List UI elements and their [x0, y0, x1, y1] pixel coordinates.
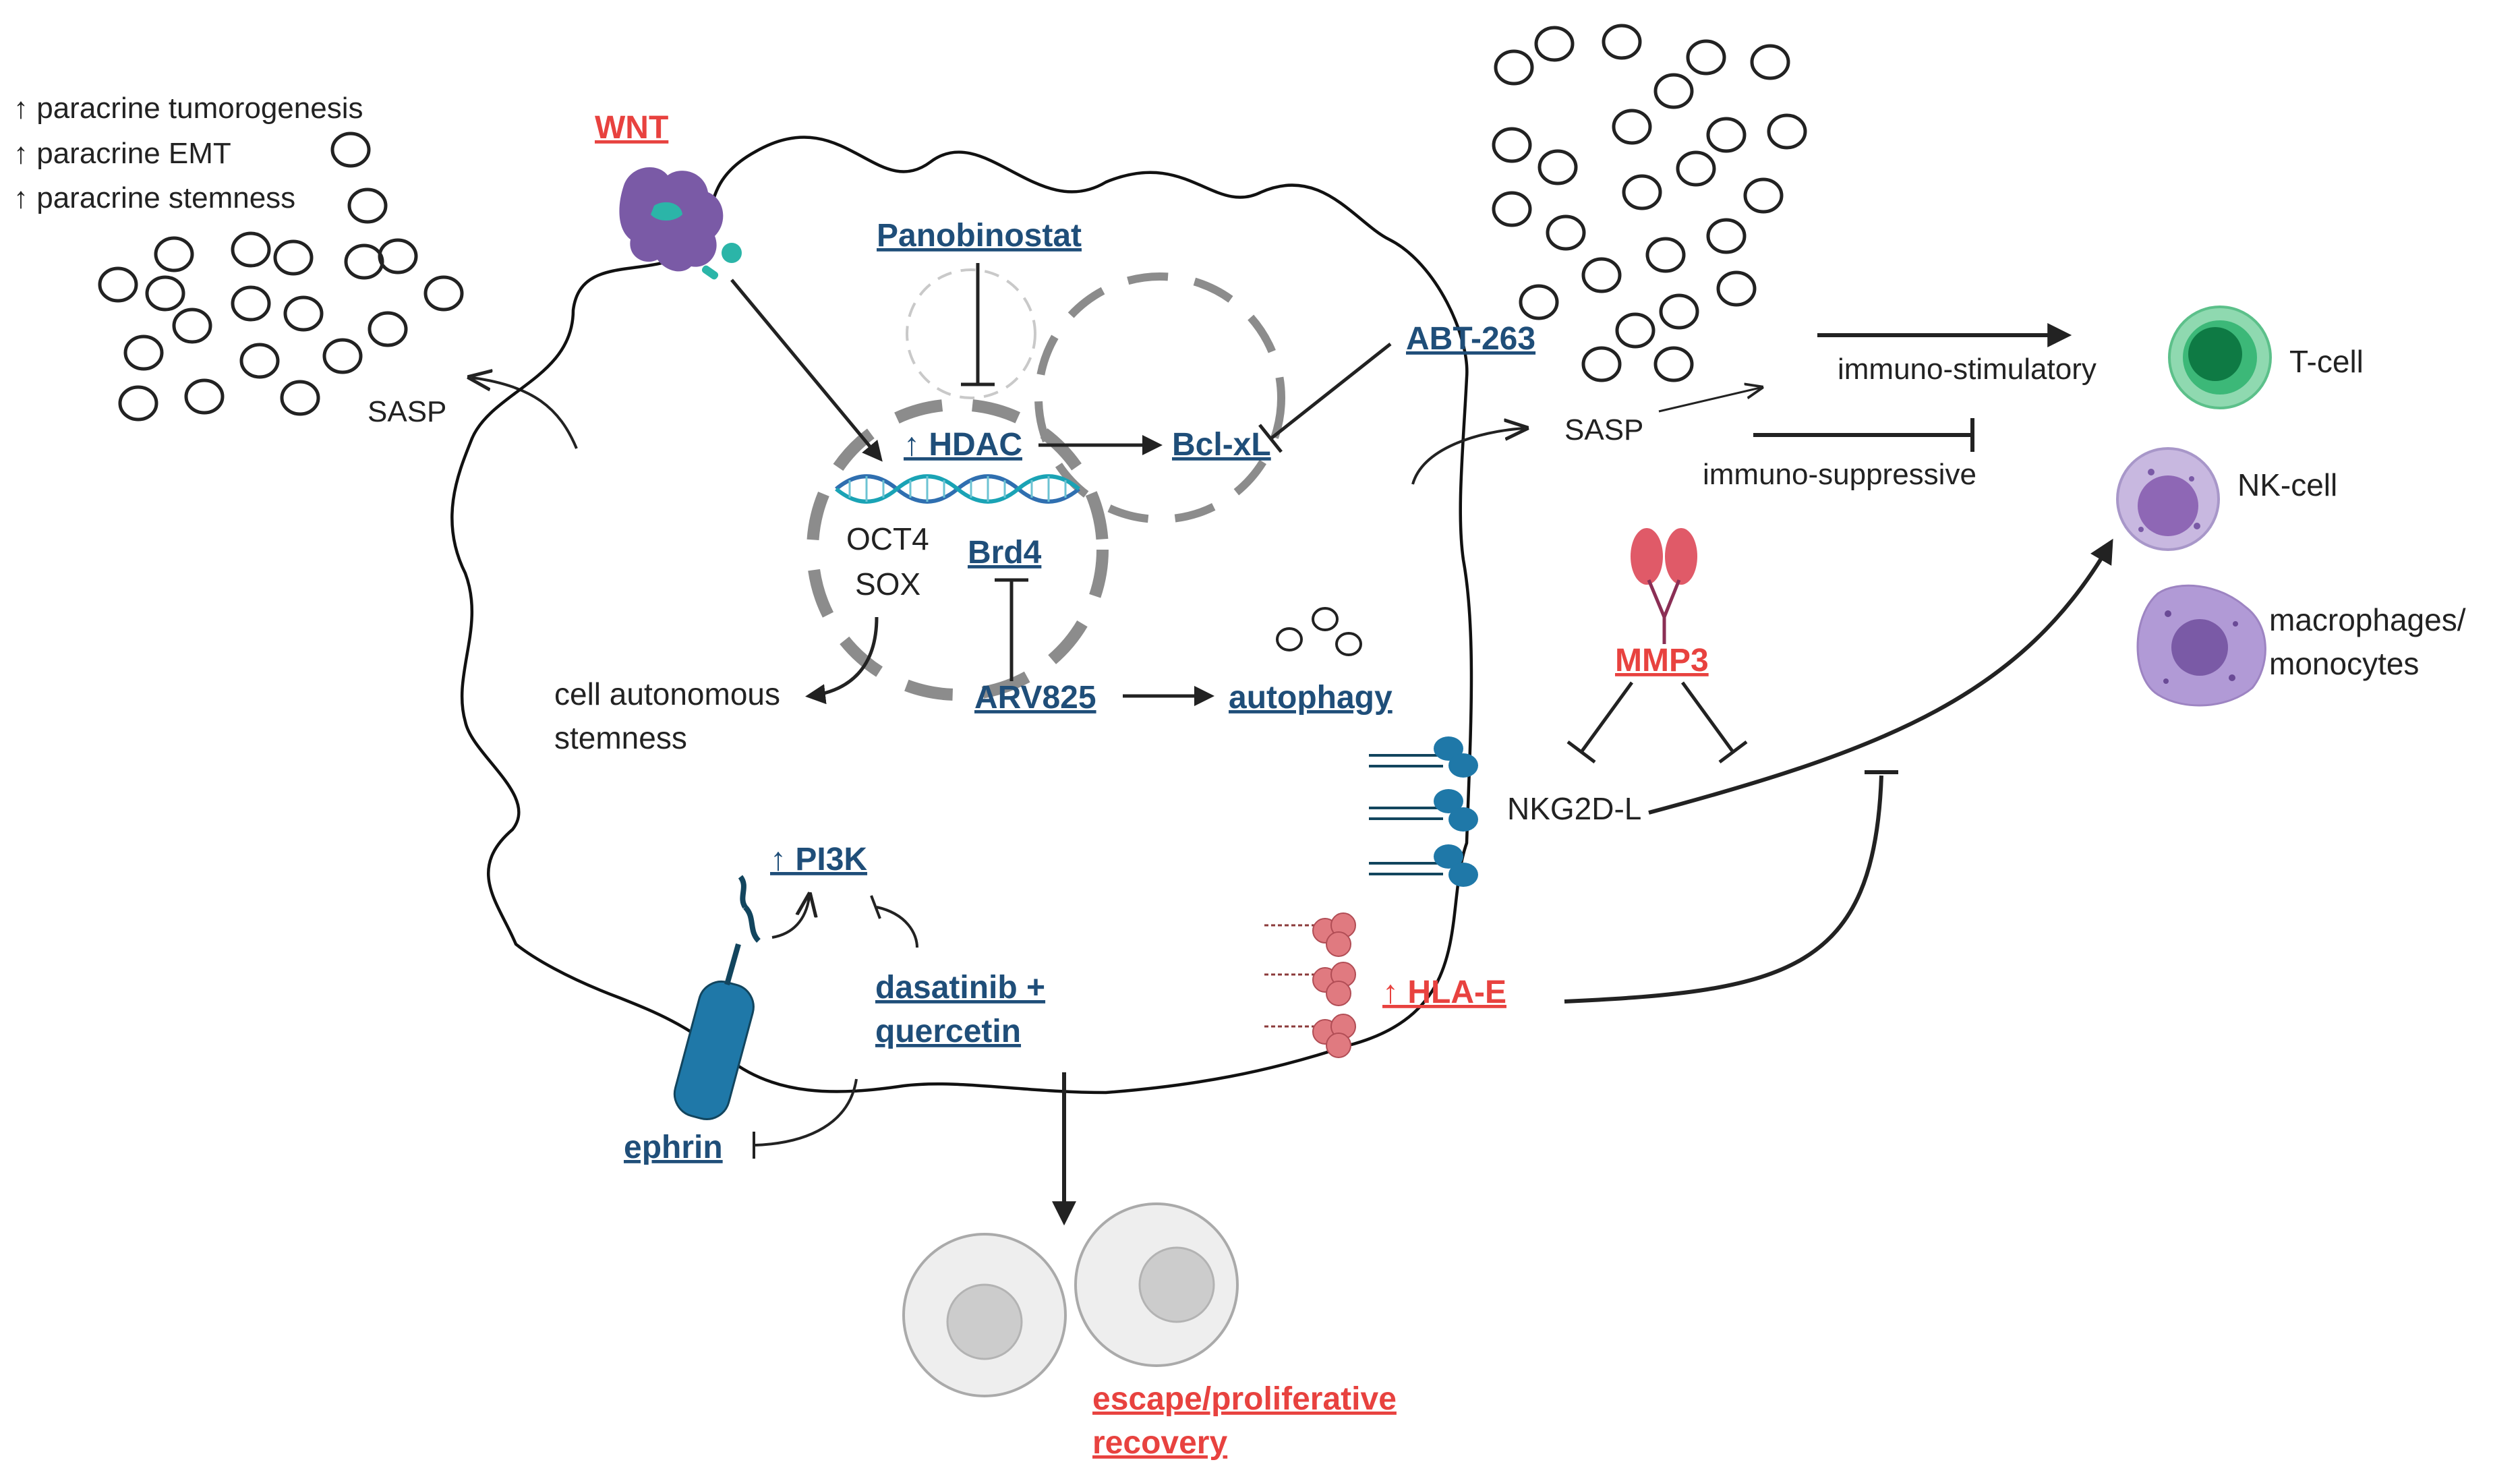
macrophage-line2: monocytes [2269, 646, 2419, 681]
sox-to-stemness-arrow [805, 616, 879, 705]
immuno-stimulatory-label: immuno-stimulatory [1838, 353, 2097, 386]
dq-line1: dasatinib + [875, 970, 1045, 1006]
abt263-inhibits-bclxl [1258, 343, 1392, 453]
right-sasp-arrow [1411, 428, 1524, 485]
hla-e-label: ↑ HLA-E [1382, 975, 1506, 1010]
right-sasp-label: SASP [1564, 413, 1643, 446]
ephrin-label: ephrin [624, 1130, 723, 1165]
nucleus [807, 268, 1285, 701]
dq-inhibits-pi3k [870, 895, 918, 948]
dq-line2: quercetin [875, 1014, 1021, 1049]
macrophage-line1: macrophages/ [2269, 602, 2466, 637]
hla-e-icon [1264, 912, 1356, 1058]
wnt-receptor-icon [619, 167, 742, 280]
ephrin-receptor-icon [673, 875, 761, 1120]
left-sasp-label: SASP [368, 395, 446, 428]
arv825-label: ARV825 [974, 680, 1096, 716]
mmp3-inhibits-nkg2dl [1566, 681, 1748, 763]
sox-label: SOX [855, 567, 920, 602]
wnt-to-hdac-arrow [730, 279, 883, 462]
effect-stemness: ↑ paracrine stemness [13, 181, 295, 214]
t-cell-label: T-cell [2289, 344, 2364, 379]
panobinostat-label: Panobinostat [877, 218, 1082, 254]
left-sasp-cloud [98, 132, 464, 422]
brd4-label: Brd4 [968, 535, 1042, 571]
dq-inhibits-ephrin [753, 1078, 858, 1159]
nkg2d-ligand-icon [1369, 736, 1478, 887]
autophagy-vesicles [1276, 607, 1362, 656]
pi3k-label: ↑ PI3K [770, 842, 867, 877]
ephrin-to-pi3k-arrow [771, 897, 809, 939]
escape-line1: escape/proliferative [1092, 1381, 1397, 1417]
immuno-suppressive-arrow [1753, 418, 1974, 452]
oct4-label: OCT4 [846, 521, 929, 556]
hla-e-inhibits-nk [1564, 770, 1898, 1004]
mmp3-icon [1631, 528, 1697, 644]
nk-cell-label: NK-cell [2237, 467, 2337, 502]
left-sasp-arrow [472, 378, 578, 449]
dna-helix-icon [835, 474, 1080, 504]
effect-tumorogenesis: ↑ paracrine tumorogenesis [13, 92, 363, 125]
cell-membrane [450, 136, 1473, 1095]
effect-emt: ↑ paracrine EMT [13, 137, 231, 170]
paracrine-effects-list: ↑ paracrine tumorogenesis ↑ paracrine EM… [13, 92, 363, 214]
abt263-label: ABT-263 [1406, 321, 1535, 357]
nkg2dl-label: NKG2D-L [1507, 791, 1641, 826]
macrophage-icon [2136, 584, 2266, 707]
mmp3-label: MMP3 [1615, 643, 1709, 678]
stemness-line1: cell autonomous [554, 676, 780, 712]
hdac-label: ↑ HDAC [904, 427, 1022, 463]
right-sasp-cloud [1492, 24, 1807, 382]
escape-line2: recovery [1092, 1425, 1227, 1461]
immuno-suppressive-label: immuno-suppressive [1703, 458, 1976, 491]
bclxl-label: Bcl-xL [1172, 427, 1271, 463]
nkg2dl-to-nk-arrow [1648, 538, 2113, 815]
panobinostat-inhibits-hdac [961, 263, 995, 386]
arv825-inhibits-brd4 [995, 578, 1028, 681]
autophagy-label: autophagy [1229, 680, 1393, 716]
stemness-line2: stemness [554, 720, 687, 755]
daughter-cells [902, 1202, 1239, 1397]
sasp-to-stim-arrow [1658, 388, 1760, 413]
t-cell-icon [2168, 306, 2272, 409]
wnt-label: WNT [595, 110, 668, 146]
nk-cell-icon [2116, 447, 2220, 551]
